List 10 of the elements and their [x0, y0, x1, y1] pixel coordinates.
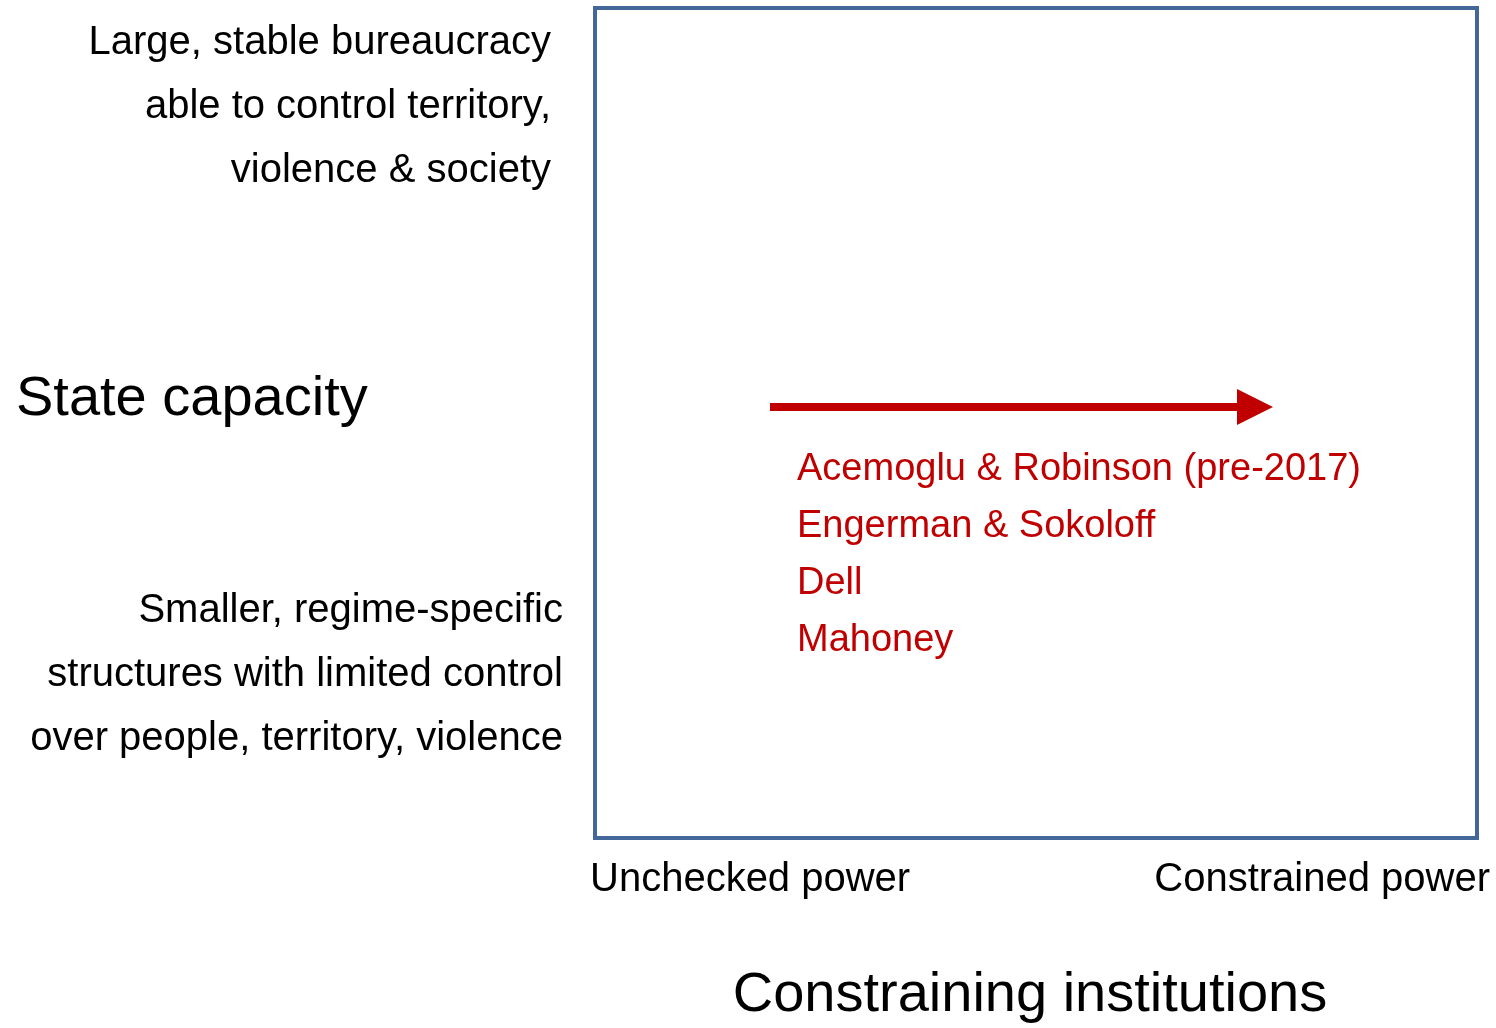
author-name: Mahoney: [797, 616, 955, 661]
author-name: Acemoglu & Robinson (pre-2017): [797, 445, 1362, 490]
axis-title: State capacity: [16, 363, 369, 429]
axis-level-label: Constrained power: [1153, 854, 1490, 901]
axis-level-label: Smaller, regime-specific structures with limited control over people, territory, violence: [29, 585, 563, 760]
author-name: Dell: [797, 559, 864, 604]
axis-level-label: Unchecked power: [590, 854, 912, 901]
axis-title: Constraining institutions: [731, 960, 1329, 1025]
axis-level-label: Large, stable bureaucracy able to control territory, violence & society: [87, 17, 551, 192]
author-name: Engerman & Sokoloff: [797, 502, 1157, 547]
